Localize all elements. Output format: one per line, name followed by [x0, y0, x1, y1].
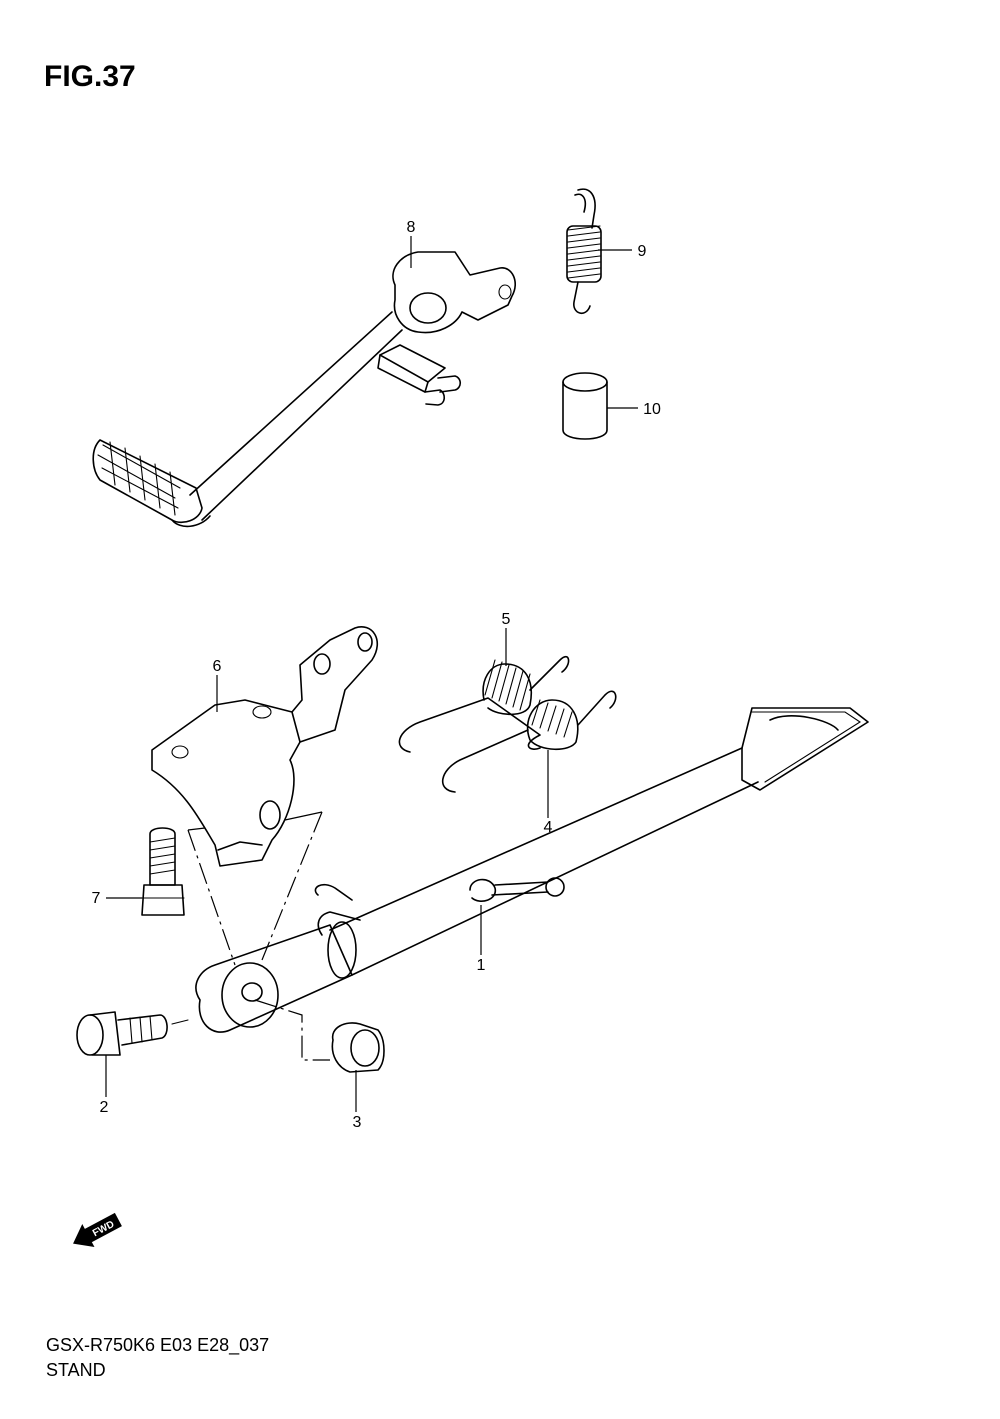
brake-pedal-part — [92, 251, 516, 528]
callout-7: 7 — [92, 890, 101, 907]
callout-4: 4 — [544, 819, 553, 836]
callout-labels: 1 2 3 4 5 6 7 8 9 10 — [92, 219, 661, 1131]
callout-5: 5 — [502, 611, 511, 628]
collar-part — [562, 372, 608, 440]
pivot-nut-part — [331, 1022, 385, 1073]
stand-spring-lower-part — [442, 690, 617, 793]
figure-title: FIG.37 — [44, 60, 136, 93]
callout-3: 3 — [353, 1114, 362, 1131]
callout-6: 6 — [213, 658, 222, 675]
stand-spring-upper-part — [398, 655, 570, 753]
fwd-arrow-icon: FWD — [73, 1212, 122, 1247]
callout-9: 9 — [638, 243, 647, 260]
assembly-guides — [187, 811, 330, 1061]
fwd-label: FWD — [91, 1219, 116, 1239]
side-stand-part — [195, 707, 869, 1033]
pivot-bolt-part — [76, 1011, 189, 1056]
model-code: GSX-R750K6 E03 E28_037 — [46, 1335, 270, 1355]
bracket-bolt-part — [141, 827, 185, 916]
callout-10: 10 — [643, 401, 661, 418]
callout-2: 2 — [100, 1099, 109, 1116]
pedal-spring-part — [566, 188, 602, 314]
callout-1: 1 — [477, 957, 486, 974]
leader-lines — [105, 236, 638, 1112]
section-name: STAND — [46, 1360, 106, 1380]
stand-bracket-part — [151, 626, 378, 867]
callout-8: 8 — [407, 219, 416, 236]
